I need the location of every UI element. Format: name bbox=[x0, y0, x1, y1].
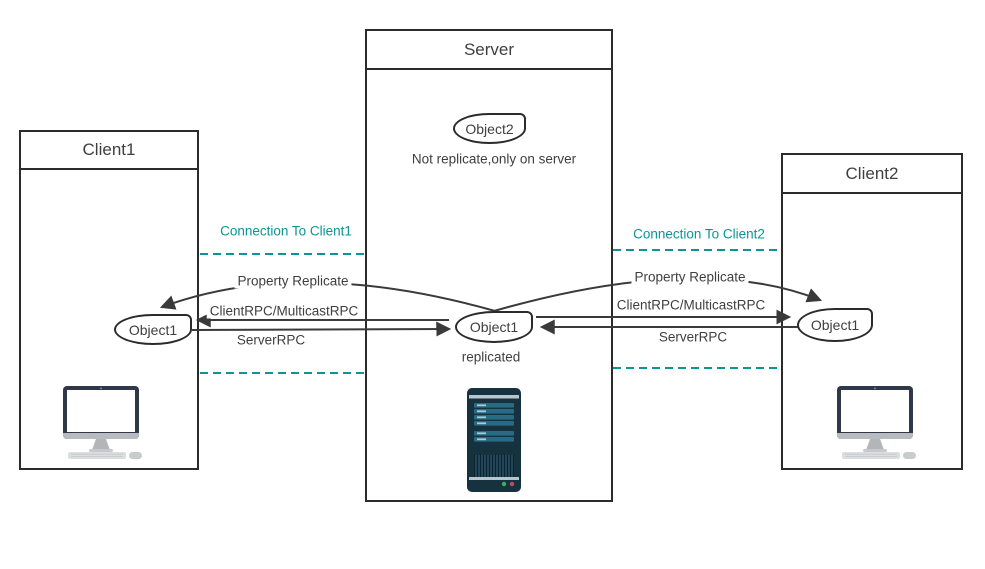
drive-bays bbox=[474, 403, 514, 442]
left-client-rpc-label: ClientRPC/MulticastRPC bbox=[206, 303, 362, 319]
right-client-rpc-label: ClientRPC/MulticastRPC bbox=[613, 297, 769, 313]
server-object1-label: Object1 bbox=[469, 319, 519, 335]
connection-to-client2-label: Connection To Client2 bbox=[633, 226, 765, 242]
server-object1-note: replicated bbox=[461, 349, 521, 365]
server-object2-note: Not replicate,only on server bbox=[411, 151, 577, 167]
left-server-rpc-label: ServerRPC bbox=[233, 332, 309, 348]
client1-computer-icon bbox=[63, 386, 142, 459]
client1-object1-label: Object1 bbox=[128, 321, 178, 338]
connection-to-client1-label: Connection To Client1 bbox=[220, 223, 352, 239]
client2-object1-node: Object1 bbox=[797, 308, 873, 342]
server-title: Server bbox=[367, 31, 611, 70]
server-object1-node: Object1 bbox=[455, 311, 533, 343]
led-red bbox=[509, 481, 515, 487]
left-server-rpc-arrow bbox=[191, 321, 452, 337]
client2-object1-label: Object1 bbox=[810, 317, 860, 333]
server-tower-icon bbox=[467, 388, 521, 492]
left-property-replicate-label: Property Replicate bbox=[234, 273, 352, 289]
right-property-replicate-label: Property Replicate bbox=[631, 269, 749, 285]
server-box: Server bbox=[365, 29, 613, 502]
client1-object1-node: Object1 bbox=[114, 314, 192, 345]
right-server-rpc-label: ServerRPC bbox=[655, 329, 731, 345]
client2-title: Client2 bbox=[783, 155, 961, 194]
led-green bbox=[501, 481, 507, 487]
server-object2-label: Object2 bbox=[465, 120, 514, 137]
client1-title: Client1 bbox=[21, 132, 197, 170]
server-object2-node: Object2 bbox=[453, 113, 526, 144]
client2-computer-icon bbox=[837, 386, 916, 459]
